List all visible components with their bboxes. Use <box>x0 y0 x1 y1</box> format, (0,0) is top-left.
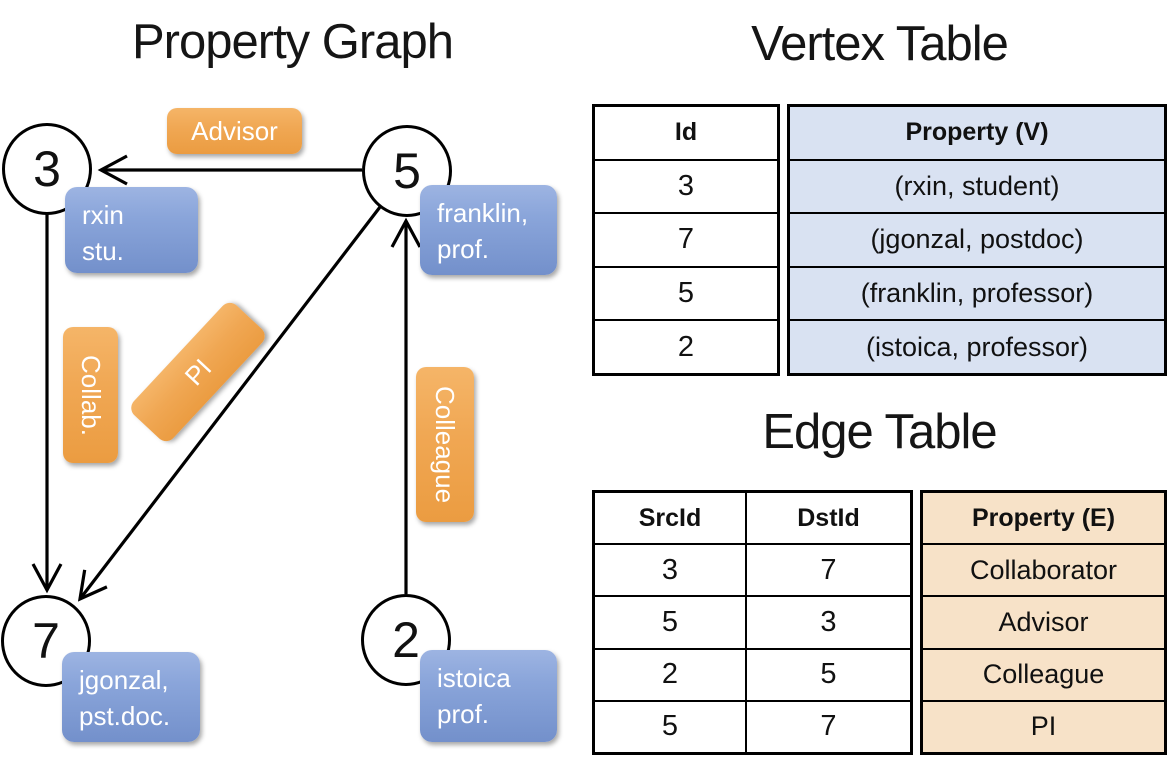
vertex-label-rxin-line1: rxin <box>82 200 124 230</box>
edge-table-row: 5 3 <box>595 595 910 648</box>
vertex-property-header: Property (V) <box>790 107 1164 159</box>
vertex-label-franklin-line1: franklin, <box>437 198 529 228</box>
vertex-label-franklin: franklin, prof. <box>420 185 557 275</box>
edge-label-pi-text: PI <box>178 352 217 391</box>
vertex-row-id: 5 <box>595 265 777 320</box>
edge-label-colleague: Colleague <box>416 367 474 522</box>
vertex-row-property: (franklin, professor) <box>790 265 1164 320</box>
edge-pi-5-to-7 <box>77 206 382 602</box>
edge-row-property: Colleague <box>923 647 1164 700</box>
vertex-label-jgonzal-line1: jgonzal, <box>79 665 169 695</box>
edge-dstid-header: DstId <box>745 493 910 544</box>
vertex-id-header: Id <box>674 118 698 147</box>
edge-row-src: 5 <box>661 606 679 638</box>
graph-node-2: 2 <box>361 594 451 686</box>
vertex-label-istoica-line1: istoica <box>437 663 511 693</box>
edge-label-collab: Collab. <box>63 327 118 463</box>
vertex-label-rxin: rxin stu. <box>65 187 198 273</box>
edge-table-row: 3 7 <box>595 543 910 596</box>
edge-row-src: 3 <box>661 553 679 586</box>
edge-table-title: Edge Table <box>762 405 997 459</box>
vertex-table-id-column: Id 3 7 5 2 <box>592 104 780 376</box>
node-5-id: 5 <box>393 143 421 199</box>
vertex-row-property: (rxin, student) <box>790 158 1164 213</box>
edge-srcid-header: SrcId <box>638 503 702 532</box>
vertex-row-property: (istoica, professor) <box>790 319 1164 373</box>
edge-row-property: Advisor <box>923 595 1164 648</box>
vertex-row-id: 7 <box>595 212 777 266</box>
edge-label-advisor: Advisor <box>167 108 302 154</box>
edge-property-header: Property (E) <box>923 493 1164 544</box>
vertex-table: Id 3 7 5 2 Property (V) (rxin, student) … <box>592 104 1167 376</box>
vertex-label-rxin-line2: stu. <box>82 236 124 267</box>
graph-node-5: 5 <box>362 125 452 217</box>
edge-row-dst: 5 <box>745 649 910 700</box>
edge-label-collab-text: Collab. <box>76 354 106 436</box>
edge-table-property-column: Property (E) Collaborator Advisor Collea… <box>920 490 1167 755</box>
edge-label-advisor-text: Advisor <box>191 115 278 146</box>
vertex-label-istoica: istoica prof. <box>420 650 557 742</box>
vertex-row-id: 3 <box>595 158 777 213</box>
vertex-row-id: 2 <box>595 319 777 373</box>
edge-table: SrcId DstId 3 7 5 3 2 5 5 7 Property (E)… <box>592 490 1167 755</box>
node-3-id: 3 <box>33 141 61 197</box>
vertex-label-jgonzal: jgonzal, pst.doc. <box>62 652 200 742</box>
edge-table-row: 5 7 <box>595 699 910 753</box>
vertex-table-title: Vertex Table <box>751 17 1009 71</box>
edge-row-src: 2 <box>661 658 679 691</box>
property-graph-title: Property Graph <box>132 15 454 69</box>
node-7-id: 7 <box>32 613 60 669</box>
edge-row-src: 5 <box>661 710 679 743</box>
vertex-label-franklin-line2: prof. <box>437 234 490 265</box>
edge-table-header-row: SrcId DstId <box>595 493 910 544</box>
vertex-row-property: (jgonzal, postdoc) <box>790 212 1164 266</box>
graph-edges-svg <box>31 154 422 602</box>
edge-table-row: 2 5 <box>595 647 910 700</box>
edge-row-property: PI <box>923 699 1164 753</box>
edge-row-dst: 7 <box>745 545 910 596</box>
node-2-id: 2 <box>392 612 420 668</box>
vertex-table-property-column: Property (V) (rxin, student) (jgonzal, p… <box>787 104 1167 376</box>
vertex-label-jgonzal-line2: pst.doc. <box>79 701 171 732</box>
edge-table-ids-column: SrcId DstId 3 7 5 3 2 5 5 7 <box>592 490 913 755</box>
vertex-label-istoica-line2: prof. <box>437 699 490 730</box>
edge-row-property: Collaborator <box>923 543 1164 596</box>
edge-row-dst: 7 <box>745 701 910 753</box>
edge-row-dst: 3 <box>745 597 910 648</box>
edge-label-colleague-text: Colleague <box>430 385 461 504</box>
